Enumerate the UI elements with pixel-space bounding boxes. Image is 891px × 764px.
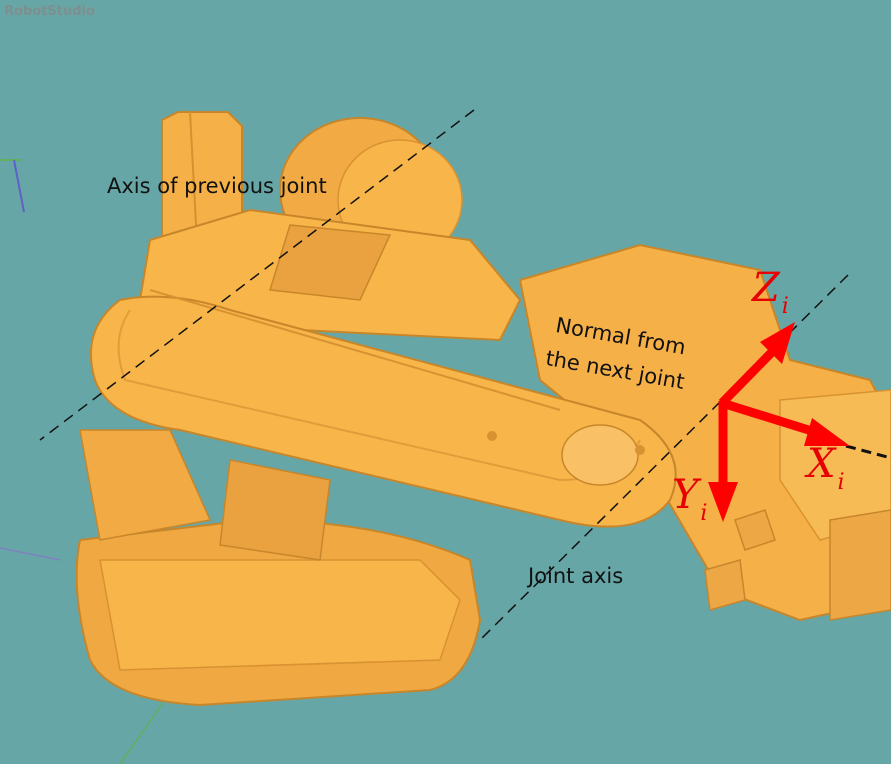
z-axis-letter: Z [752,265,780,311]
y-axis-label: Yi [672,472,707,525]
app-watermark: RobotStudio [4,4,95,19]
dashed-construction-lines [39,109,891,643]
previous-joint-axis-line [39,109,475,441]
y-axis-subscript: i [700,501,708,526]
z-axis-arrowhead [760,322,795,364]
x-axis-letter: X [807,441,836,487]
robot-main-link [89,295,677,528]
x-axis-subscript: i [837,470,845,495]
z-axis-subscript: i [781,294,789,319]
y-axis-letter: Y [672,472,699,518]
coordinate-frame [708,322,850,522]
z-axis-label: Zi [752,265,789,318]
x-axis-extension-line [845,444,891,460]
robot-arm-body [75,111,891,707]
y-axis-arrowhead [708,482,738,522]
x-axis-arrowhead [804,418,850,446]
z-axis-arrow-shaft [718,348,776,407]
previous-joint-axis-label: Axis of previous joint [107,174,327,198]
world-axes-gizmo [0,159,166,764]
x-axis-label: Xi [807,441,845,494]
joint-axis-line [477,274,849,643]
x-axis-arrow-shaft [720,398,817,437]
joint-axis-label: Joint axis [528,564,624,588]
